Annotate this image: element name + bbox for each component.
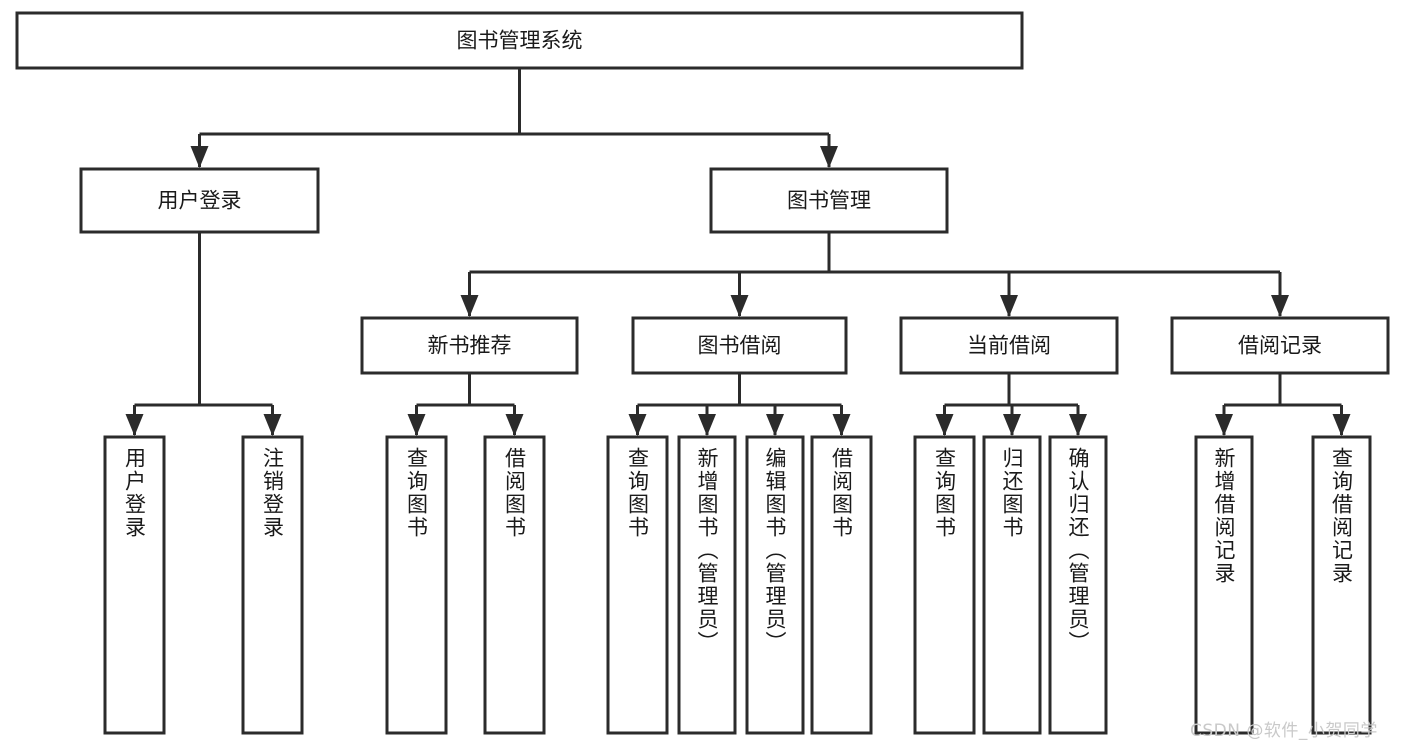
node-leaf-3-rect[interactable] [483,435,546,735]
node-leaf-2-rect[interactable] [385,435,448,735]
node-root-rect[interactable] [15,11,1024,70]
arrow-head-icon [407,414,426,436]
node-leaf-3[interactable] [483,435,546,735]
watermark-text: CSDN @软件_小贺同学 [1190,721,1378,741]
arrow-head-icon [832,414,851,436]
node-leaf-5-rect[interactable] [677,435,737,735]
node-leaf-11-rect[interactable] [1194,435,1254,735]
node-leaf-6[interactable] [745,435,805,735]
arrow-head-icon [505,414,524,436]
node-leaf-0-rect[interactable] [103,435,166,735]
node-leaf-9[interactable] [982,435,1042,735]
node-leaf-1-rect[interactable] [241,435,304,735]
arrow-head-icon [460,295,479,317]
arrow-head-icon [820,146,838,168]
node-leaf-9-rect[interactable] [982,435,1042,735]
node-root-label: 图书管理系统 [457,29,583,53]
node-root[interactable]: 图书管理系统 [15,11,1024,70]
arrow-head-icon [1000,295,1018,317]
arrow-head-icon [190,146,209,168]
node-level3-0-rect[interactable] [360,316,579,375]
node-leaf-10[interactable] [1048,435,1108,735]
node-leaf-5[interactable] [677,435,737,735]
node-level3-1-label: 图书借阅 [698,334,782,358]
node-leaf-11[interactable] [1194,435,1254,735]
node-leaf-7[interactable] [810,435,873,735]
node-level3-0[interactable]: 新书推荐 [360,316,579,375]
node-leaf-12[interactable] [1311,435,1372,735]
node-leaf-10-rect[interactable] [1048,435,1108,735]
node-level3-1-rect[interactable] [631,316,848,375]
arrow-head-icon [263,414,282,436]
arrow-head-icon [1332,414,1351,436]
node-level3-3-label: 借阅记录 [1238,334,1322,358]
arrow-head-icon [1003,414,1021,436]
node-leaf-2[interactable] [385,435,448,735]
arrow-head-icon [1069,414,1087,436]
arrow-head-icon [730,295,749,317]
arrow-head-icon [766,414,784,436]
node-level3-2-label: 当前借阅 [967,334,1051,358]
node-level2-1[interactable]: 图书管理 [709,167,949,234]
node-level2-1-rect[interactable] [709,167,949,234]
arrow-head-icon [1215,414,1233,436]
node-leaf-1[interactable] [241,435,304,735]
arrow-head-icon [698,414,716,436]
node-leaf-6-rect[interactable] [745,435,805,735]
node-leaf-8[interactable] [913,435,976,735]
node-leaf-4-rect[interactable] [606,435,669,735]
arrow-head-icon [628,414,647,436]
node-level3-2-rect[interactable] [899,316,1119,375]
node-level3-0-label: 新书推荐 [428,334,512,358]
node-level3-1[interactable]: 图书借阅 [631,316,848,375]
node-level3-3[interactable]: 借阅记录 [1170,316,1390,375]
node-leaf-8-rect[interactable] [913,435,976,735]
arrow-head-icon [125,414,144,436]
arrow-head-icon [935,414,954,436]
connector-lines [125,68,1351,436]
node-level3-3-rect[interactable] [1170,316,1390,375]
node-level2-0[interactable]: 用户登录 [79,167,320,234]
node-level2-1-label: 图书管理 [787,189,871,213]
arrow-head-icon [1271,295,1289,317]
node-level3-2[interactable]: 当前借阅 [899,316,1119,375]
node-level2-0-label: 用户登录 [158,189,242,213]
node-leaf-12-rect[interactable] [1311,435,1372,735]
node-leaf-7-rect[interactable] [810,435,873,735]
node-level2-0-rect[interactable] [79,167,320,234]
node-leaf-0[interactable] [103,435,166,735]
node-leaf-4[interactable] [606,435,669,735]
